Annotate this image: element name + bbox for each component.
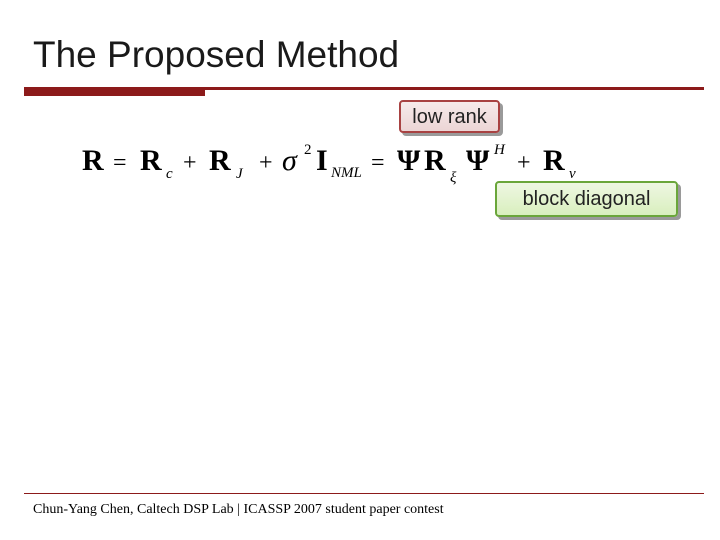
covariance-equation: R = R c + R J + σ 2 I NML = Ψ R ξ Ψ H + …	[0, 120, 720, 200]
eq-RJ: R	[209, 144, 231, 177]
eq-RJ-sub: J	[236, 166, 244, 182]
eq-plus-1: +	[183, 150, 197, 176]
eq-I: I	[316, 144, 328, 177]
eq-Rc: R	[140, 144, 162, 177]
eq-Rxi: R	[424, 144, 446, 177]
eq-plus-2: +	[259, 150, 273, 176]
eq-R: R	[82, 144, 104, 177]
title-divider	[24, 87, 704, 90]
eq-plus-3: +	[517, 150, 531, 176]
title-accent-bar	[24, 88, 205, 96]
eq-equals: =	[113, 150, 127, 176]
eq-Rxi-sub: ξ	[450, 170, 457, 186]
eq-Rc-sub: c	[166, 166, 173, 182]
eq-Psi-2: Ψ	[466, 144, 490, 177]
eq-sigma: σ	[282, 144, 298, 177]
footer-text: Chun-Yang Chen, Caltech DSP Lab | ICASSP…	[33, 502, 444, 517]
slide-title: The Proposed Method	[33, 34, 400, 75]
eq-equals-2: =	[371, 150, 385, 176]
low-rank-callout: low rank	[399, 100, 500, 133]
eq-Rv-sub: v	[569, 166, 576, 182]
eq-Psi-2-sup: H	[493, 142, 506, 158]
footer-divider	[24, 493, 704, 494]
block-diagonal-callout: block diagonal	[495, 181, 678, 217]
equation-svg: R = R c + R J + σ 2 I NML = Ψ R ξ Ψ H + …	[82, 142, 576, 186]
eq-nml-label: NML	[330, 165, 362, 181]
eq-Rv: R	[543, 144, 565, 177]
eq-Psi-1: Ψ	[397, 144, 421, 177]
eq-sigma-sup: 2	[304, 142, 312, 158]
